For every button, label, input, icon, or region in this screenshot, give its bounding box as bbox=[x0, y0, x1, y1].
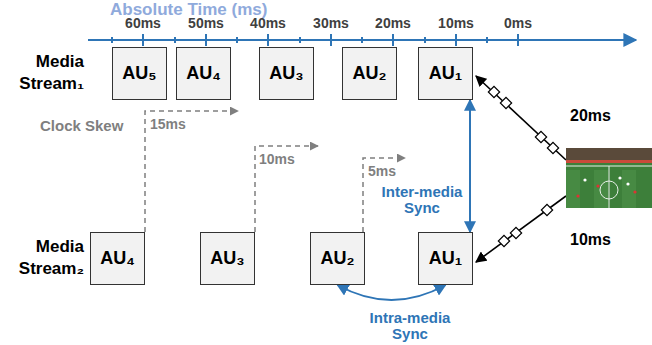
access-unit-box: AU₄ bbox=[90, 232, 145, 285]
text-label: 40ms bbox=[250, 15, 286, 31]
clock-skew-lines bbox=[145, 111, 405, 232]
text-label: 50ms bbox=[188, 15, 224, 31]
unit-label: AU₂ bbox=[353, 63, 387, 84]
sync-label: Inter-media Sync bbox=[378, 184, 466, 216]
access-unit-box: AU₂ bbox=[310, 232, 365, 285]
access-unit-box: AU₃ bbox=[200, 232, 255, 285]
text-label: 20ms bbox=[570, 107, 611, 125]
unit-label: AU₁ bbox=[429, 248, 462, 269]
text-label: 5ms bbox=[368, 163, 396, 179]
network-paths bbox=[476, 76, 566, 262]
sync-arrow bbox=[338, 285, 446, 300]
unit-label: AU₅ bbox=[122, 63, 156, 84]
unit-label: AU₃ bbox=[210, 248, 244, 269]
text-label: Clock Skew bbox=[40, 117, 123, 134]
access-unit-box: AU₁ bbox=[418, 232, 473, 285]
text-label: 10ms bbox=[438, 15, 474, 31]
sync-label: Intra-media Sync bbox=[355, 310, 465, 342]
unit-label: AU₄ bbox=[186, 63, 221, 84]
text-label: 30ms bbox=[313, 15, 349, 31]
access-unit-box: AU₅ bbox=[112, 47, 167, 100]
sync-arrow bbox=[469, 100, 471, 232]
unit-label: AU₄ bbox=[100, 248, 135, 269]
unit-label: AU₂ bbox=[321, 248, 355, 269]
time-axis bbox=[88, 34, 636, 46]
text-label: 20ms bbox=[375, 15, 411, 31]
video-thumbnail bbox=[566, 148, 652, 208]
text-label: 15ms bbox=[150, 116, 186, 132]
packets bbox=[488, 86, 558, 246]
unit-label: AU₃ bbox=[269, 63, 303, 84]
text-label: 60ms bbox=[125, 15, 161, 31]
access-unit-box: AU₂ bbox=[342, 47, 397, 100]
access-unit-box: AU₁ bbox=[418, 47, 473, 100]
text-label: Media Stream₂ bbox=[0, 236, 84, 280]
text-label: 10ms bbox=[570, 231, 611, 249]
access-unit-box: AU₄ bbox=[176, 47, 231, 100]
text-label: Media Stream₁ bbox=[0, 51, 84, 95]
unit-label: AU₁ bbox=[429, 63, 462, 84]
access-unit-box: AU₃ bbox=[259, 47, 314, 100]
text-label: 0ms bbox=[504, 15, 532, 31]
text-label: 10ms bbox=[259, 151, 295, 167]
